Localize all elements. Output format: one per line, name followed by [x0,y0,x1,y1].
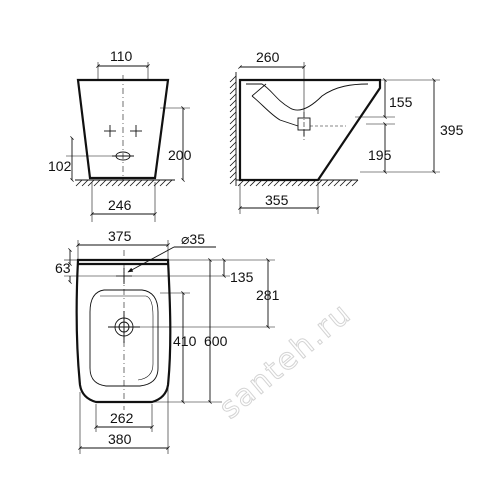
hatch-line [333,179,341,187]
dim-front-height: 200 [168,147,192,163]
dim-top-hole-to-rear: 135 [230,269,254,285]
front-view-fixing-holes [104,125,142,137]
front-view-outlet [112,151,134,161]
dim-top-rim-width: 375 [108,228,132,244]
hatch-line [229,123,237,131]
hatch-line [135,179,143,187]
hatch-line [229,81,237,89]
side-view-body [238,78,382,182]
hatch-line [345,179,353,187]
dim-front-outlet-height: 102 [48,158,72,174]
top-view-waste-hole [108,311,140,343]
hatch-line [117,179,125,187]
top-view-bowl [89,289,159,387]
hatch-line [93,179,101,187]
hatch-line [229,111,237,119]
hatch-line [229,165,237,173]
hatch-line [229,87,237,95]
hatch-line [229,177,237,185]
dim-top-bowl-length: 410 [173,333,197,349]
top-view: 375 ⌀35 63 135 281 410 600 262 [55,228,280,454]
dim-side-outlet-height: 195 [368,147,392,163]
dim-side-total-height: 395 [440,122,464,138]
hatch-line [321,179,329,187]
watermark: santeh.ru [212,295,359,426]
hatch-line [75,179,83,187]
hatch-line [229,159,237,167]
dim-top-total-length: 600 [204,333,228,349]
hatch-line [339,179,347,187]
dim-top-front-width: 262 [110,410,134,426]
hatch-line [159,179,167,187]
hatch-line [147,179,155,187]
dim-top-hole-diameter: ⌀35 [181,231,205,247]
dim-top-waste-to-rear: 281 [256,287,280,303]
hatch-line [229,129,237,137]
hatch-line [81,179,89,187]
hatch-line [229,141,237,149]
hatch-line [165,179,173,187]
hatch-line [229,75,237,83]
hatch-line [229,135,237,143]
hatch-line [229,99,237,107]
front-view-body [76,78,170,180]
dim-top-rear-offset: 63 [55,260,71,276]
hatch-line [229,105,237,113]
hatch-line [229,93,237,101]
front-view: 110 200 102 246 [48,48,192,222]
hatch-line [129,179,137,187]
watermark-text: santeh.ru [213,296,359,426]
dim-side-inlet-depth: 260 [256,49,280,65]
dim-side-top-offset: 155 [389,94,413,110]
hatch-line [99,179,107,187]
hatch-line [351,179,359,187]
hatch-line [123,179,131,187]
side-view: 260 155 395 195 355 [229,49,464,214]
hatch-line [141,179,149,187]
hatch-line [229,171,237,179]
hatch-line [229,147,237,155]
dim-front-top-width: 110 [110,48,133,64]
hatch-line [105,179,113,187]
top-view-tap-hole [116,268,132,284]
side-view-bowl-profile [246,83,369,111]
hatch-line [87,179,95,187]
front-view-floor [75,179,175,187]
dim-top-overall-width: 380 [108,431,132,447]
hatch-line [229,117,237,125]
hatch-line [229,153,237,161]
dim-front-base-width: 246 [108,197,132,213]
top-view-rim [75,258,172,404]
dim-side-base-depth: 355 [265,192,289,208]
hatch-line [111,179,119,187]
hatch-line [315,179,323,187]
hatch-line [327,179,335,187]
